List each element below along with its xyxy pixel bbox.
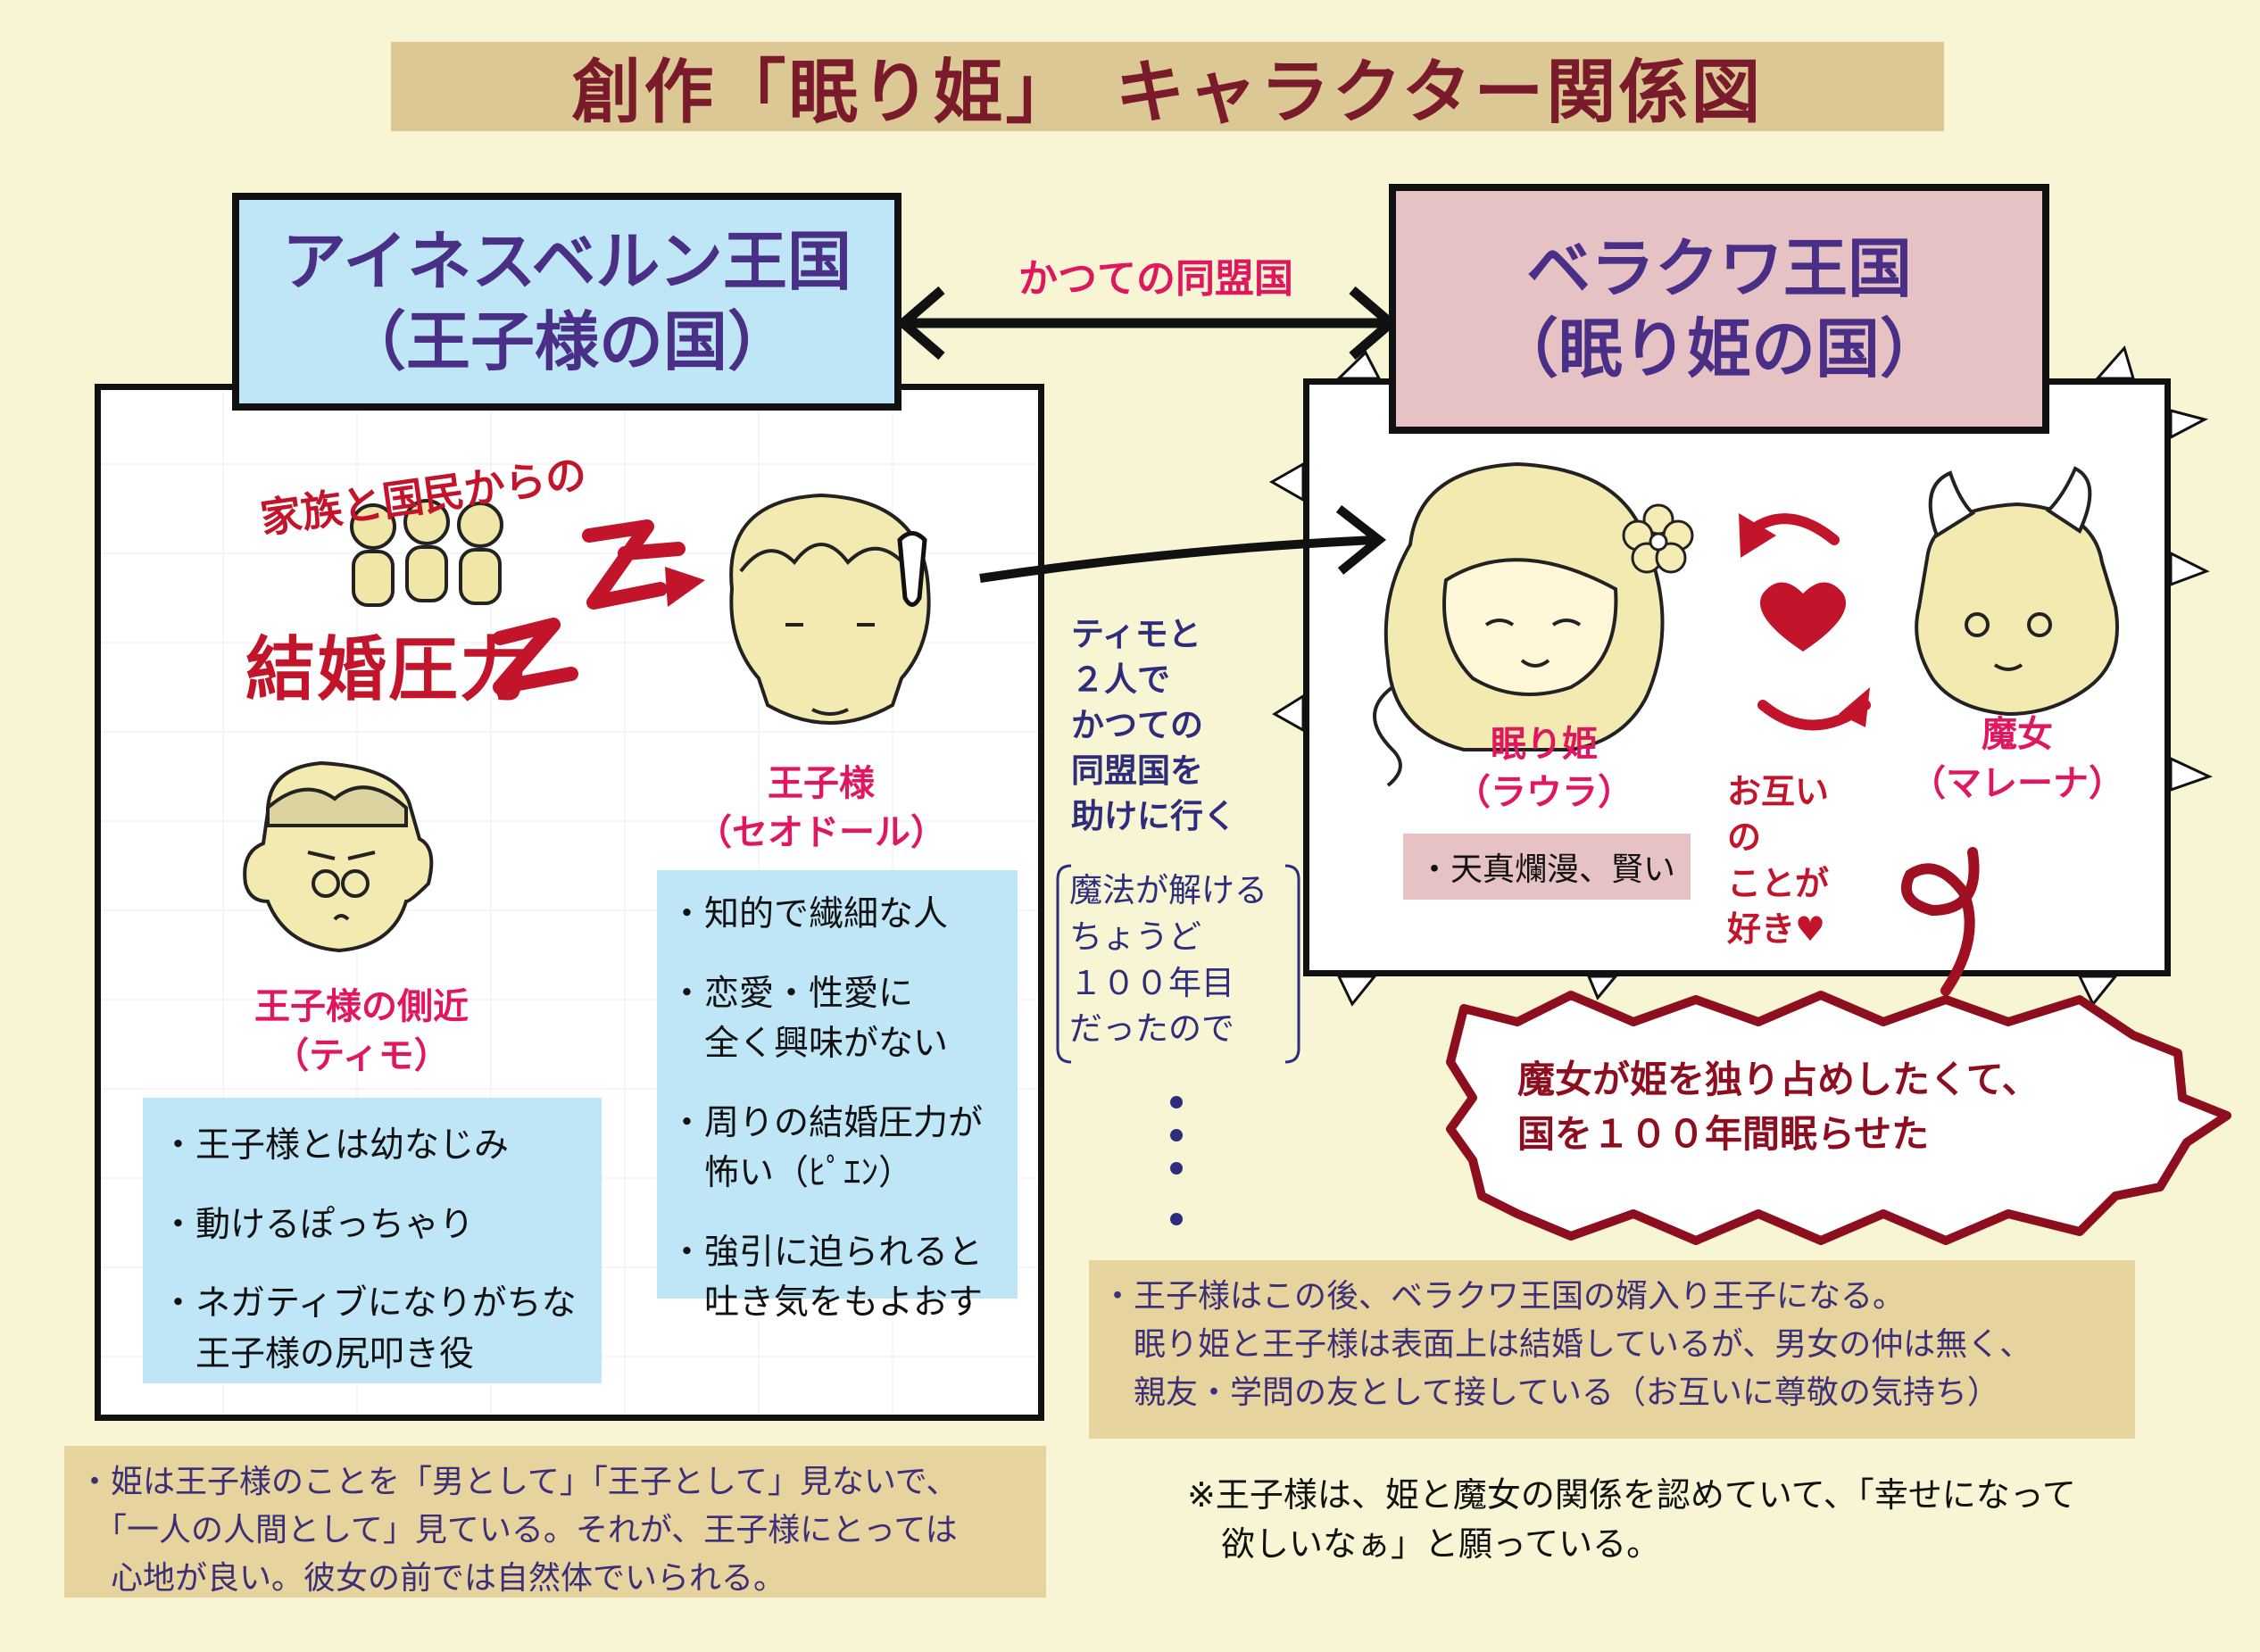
love-arrowhead-right: [1839, 687, 1870, 727]
prince-trait-4b: 吐き気をもよおす: [669, 1283, 984, 1324]
middle-note-line3: かつての: [1071, 706, 1203, 745]
prince-trait-2b: 全く興味がない: [669, 1024, 949, 1065]
princess-name: 眠り姫: [1491, 724, 1598, 765]
bracket-line1: 魔法が解ける: [1069, 871, 1267, 909]
future-note-line3: 親友・学問の友として接している（お互いに尊敬の気持ち）: [1101, 1374, 1999, 1411]
flower-icon: [1622, 503, 1694, 574]
princess-view-line1: ・姫は王子様のことを「男として」「王子として」見ないで、: [79, 1464, 959, 1500]
prince-trait-4a: ・強引に迫られると: [669, 1232, 984, 1273]
hair-clip-icon: [897, 531, 927, 607]
prince-realname: （セオドール）: [696, 812, 946, 853]
witch-portrait: [1915, 502, 2119, 717]
princess-portrait: [1373, 461, 1665, 787]
curse-line1: 魔女が姫を独り占めしたくて、: [1517, 1058, 2040, 1101]
future-note-box: ・王子様はこの後、ベラクワ王国の婿入り王子になる。 眠り姫と王子様は表面上は結婚…: [1089, 1260, 2135, 1439]
kingdom-left-subtitle: （王子様の国）: [341, 304, 792, 379]
aide-traits-box: ・王子様とは幼なじみ ・動けるぽっちゃり ・ネガティブになりがちな 王子様の尻叩…: [143, 1098, 602, 1383]
aide-realname: （ティモ）: [273, 1035, 450, 1076]
princess-view-note-box: ・姫は王子様のことを「男として」「王子として」見ないで、 「一人の人間として」見…: [64, 1446, 1046, 1598]
bracket-line3: １００年目: [1069, 963, 1234, 1002]
prince-portrait: [729, 493, 931, 725]
kingdom-right-subtitle: （眠り姫の国）: [1493, 311, 1944, 386]
middle-note-line4: 同盟国を: [1071, 751, 1203, 791]
pressure-zigzag-arrow: [493, 519, 685, 694]
ellipsis-dots-icon: [1170, 1096, 1183, 1225]
witch-name: 魔女: [1982, 714, 2053, 755]
mutual-love-line3: 好き♥: [1727, 909, 1826, 949]
curse-text: 魔女が姫を独り占めしたくて、 国を１００年間眠らせた: [1517, 1053, 2142, 1162]
kingdom-right-box: ベラクワ王国 （眠り姫の国）: [1389, 184, 2049, 434]
horn-icon: [1928, 466, 2092, 539]
princess-view-line3: 心地が良い。彼女の前では自然体でいられる。: [79, 1560, 786, 1597]
princess-realname: （ラウラ）: [1455, 772, 1633, 813]
heart-icon: [1760, 582, 1846, 652]
love-arrowhead-left: [1739, 513, 1776, 558]
prince-trait-3a: ・周りの結婚圧力が: [669, 1102, 984, 1143]
aide-trait-1: ・王子様とは幼なじみ: [161, 1125, 510, 1166]
prince-trait-1: ・知的で繊細な人: [669, 894, 949, 934]
bracket-line4: だったので: [1069, 1009, 1234, 1049]
prince-trait-2a: ・恋愛・性愛に: [669, 973, 914, 1014]
prince-trait-3b: 怖い（ﾋﾟｴﾝ）: [669, 1153, 914, 1194]
witch-realname: （マレーナ）: [1910, 763, 2124, 804]
mutual-love-text: お互いの ことが 好き♥: [1727, 769, 1852, 952]
journey-arrow: [979, 505, 1387, 583]
family-figures-icon: [350, 499, 503, 607]
aide-name: 王子様の側近: [254, 986, 469, 1027]
kingdom-left-name: アイネスベルン王国: [282, 224, 852, 299]
mutual-love-line2: ことが: [1727, 863, 1830, 903]
bracket-right: [1284, 864, 1300, 1064]
prince-traits-box: ・知的で繊細な人 ・恋愛・性愛に 全く興味がない ・周りの結婚圧力が 怖い（ﾋﾟ…: [657, 870, 1018, 1323]
thorn-decoration: [1268, 345, 2213, 1007]
asterisk-line1: ※王子様は、姫と魔女の関係を認めていて、「幸せになって: [1187, 1475, 2076, 1515]
title-banner: 創作「眠り姫」 キャラクター関係図: [391, 42, 1944, 133]
middle-note-line2: ２人で: [1071, 660, 1170, 700]
princess-view-line2: 「一人の人間として」見ている。それが、王子様にとっては: [79, 1512, 958, 1548]
page-title: 創作「眠り姫」 キャラクター関係図: [571, 53, 1764, 133]
aide-portrait: [243, 760, 434, 953]
bracket-left: [1056, 864, 1072, 1064]
kingdom-left-box: アイネスベルン王国 （王子様の国）: [232, 193, 902, 411]
prince-name: 王子様: [768, 763, 875, 804]
asterisk-note: ※王子様は、姫と魔女の関係を認めていて、「幸せになって 欲しいなぁ」と願っている…: [1187, 1471, 2169, 1569]
curse-line2: 国を１００年間眠らせた: [1517, 1111, 1930, 1156]
pressure-arrowhead: [665, 567, 705, 607]
aide-trait-2: ・動けるぽっちゃり: [161, 1204, 475, 1245]
curse-bubble: [1446, 991, 2231, 1245]
asterisk-line2: 欲しいなぁ」と願っている。: [1187, 1524, 1661, 1565]
middle-note-line1: ティモと: [1071, 615, 1201, 653]
princess-trait-box: ・天真爛漫、賢い: [1403, 834, 1691, 900]
mutual-love-line1: お互いの: [1727, 772, 1830, 858]
princess-trait: ・天真爛漫、賢い: [1417, 851, 1675, 888]
pressure-label-line2: 結婚圧力: [245, 630, 532, 710]
future-note-line2: 眠り姫と王子様は表面上は結婚しているが、男女の仲は無く、: [1101, 1326, 2032, 1363]
bracket-line2: ちょうど: [1069, 917, 1201, 956]
future-note-line1: ・王子様はこの後、ベラクワ王国の婿入り王子になる。: [1101, 1278, 1906, 1315]
aide-trait-3b: 王子様の尻叩き役: [161, 1333, 475, 1374]
middle-bracket-note: 魔法が解ける ちょうど １００年目 だったので: [1069, 868, 1292, 1052]
kingdom-right-name: ベラクワ王国: [1525, 231, 1912, 306]
alliance-label: かつての同盟国: [1018, 256, 1293, 302]
middle-note: ティモと ２人で かつての 同盟国を 助けに行く: [1071, 611, 1285, 839]
aide-trait-3a: ・ネガティブになりがちな: [161, 1283, 577, 1324]
middle-note-line5: 助けに行く: [1071, 797, 1236, 836]
curl-tail-icon: [1901, 847, 1980, 996]
